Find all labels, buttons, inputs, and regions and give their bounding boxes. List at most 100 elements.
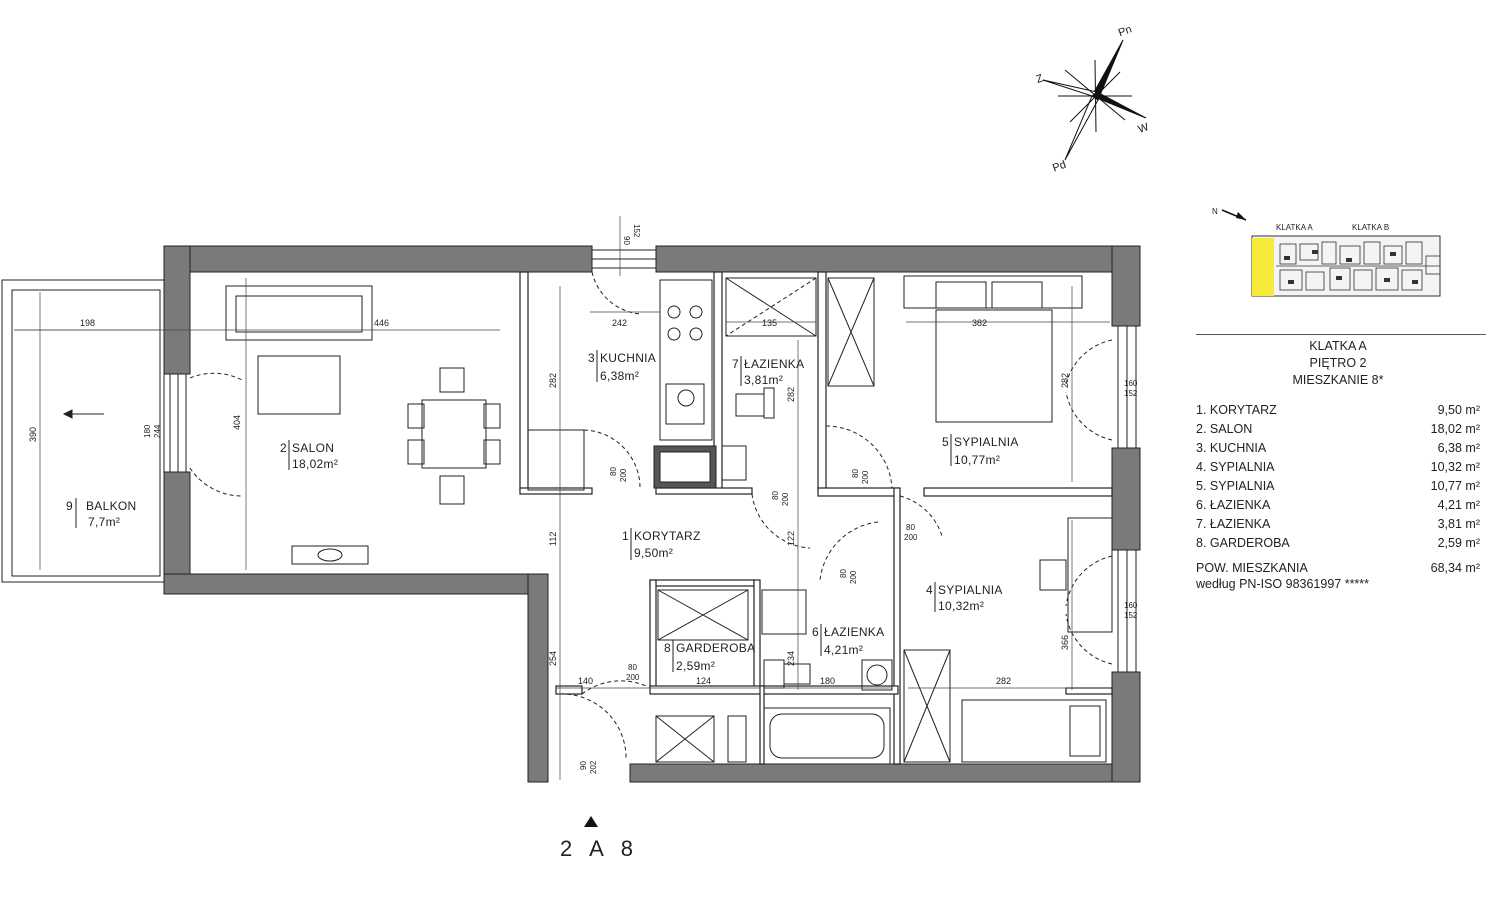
room-balkon-area: 7,7m²	[88, 515, 120, 529]
keyplan-stair-a: KLATKA A	[1276, 223, 1313, 232]
room-balkon-num: 9	[66, 499, 73, 513]
legend-room-name: 5. SYPIALNIA	[1196, 479, 1275, 493]
legend-room-name: 4. SYPIALNIA	[1196, 460, 1275, 474]
room-salon: 2 SALON 18,02m²	[280, 440, 338, 471]
legend-room-area: 4,21 m²	[1437, 498, 1480, 512]
legend-room-name: 1. KORYTARZ	[1196, 403, 1277, 417]
legend-room-area: 6,38 m²	[1437, 441, 1480, 455]
room-sypialnia-4: 4 SYPIALNIA 10,32m²	[926, 582, 1003, 613]
dim-bed4-366: 366	[1060, 635, 1070, 650]
room-balkon-name: BALKON	[86, 499, 137, 513]
dim-bath7-depth: 282	[786, 387, 796, 402]
balcony	[1, 279, 165, 583]
room-lazienka7-num: 7	[732, 357, 739, 371]
dim-salon-window: 180	[143, 424, 152, 438]
dim-bath7-door-w: 80	[771, 491, 780, 500]
dim-corridor-112: 112	[548, 532, 558, 546]
dim-bed4-282: 282	[996, 676, 1011, 686]
legend-norm: według PN-ISO 98361997 *****	[1196, 577, 1370, 591]
key-plan: N KLATKA A KLATKA B	[1212, 207, 1441, 297]
legend-rooms: 1. KORYTARZ 9,50 m² 2. SALON 18,02 m² 3. K…	[1196, 401, 1480, 553]
dim-bed4-window: 160	[1124, 601, 1138, 610]
room-sypialnia4-num: 4	[926, 583, 933, 597]
room-lazienka7-name: ŁAZIENKA	[744, 357, 804, 371]
room-lazienka-6: 6 ŁAZIENKA 4,21m²	[812, 624, 884, 657]
dim-salon-window-b: 244	[153, 424, 162, 438]
legend-total: POW. MIESZKANIA 68,34 m²	[1196, 560, 1480, 577]
room-sypialnia4-name: SYPIALNIA	[938, 583, 1003, 597]
dim-salon-depth: 404	[232, 415, 242, 430]
dim-bed4-door-h: 200	[904, 533, 918, 542]
legend-floor: PIĘTRO 2	[1309, 356, 1367, 370]
dim-bed4-window-b: 152	[1124, 611, 1138, 620]
dim-kitchen-width: 242	[612, 318, 627, 328]
legend-row: 5. SYPIALNIA 10,77 m²	[1196, 477, 1480, 496]
interior-walls	[519, 271, 1113, 765]
room-kuchnia: 3 KUCHNIA 6,38m²	[588, 350, 656, 383]
dim-kitchen-door-w: 80	[609, 467, 618, 476]
legend-room-name: 2. SALON	[1196, 422, 1253, 436]
room-sypialnia4-area: 10,32m²	[938, 599, 984, 613]
furniture	[225, 275, 1113, 765]
legend-total-label: POW. MIESZKANIA	[1196, 561, 1308, 575]
room-garderoba: 8 GARDEROBA 2,59m²	[664, 640, 755, 673]
legend-room-area: 18,02 m²	[1430, 422, 1480, 436]
legend-unit: MIESZKANIE 8*	[1292, 373, 1384, 387]
legend-total-value: 68,34 m²	[1430, 561, 1480, 575]
legend-row: 7. ŁAZIENKA 3,81 m²	[1196, 515, 1480, 534]
dimension-labels: 198 446 390 404 180 244 242 282 135 282 …	[28, 224, 1138, 774]
dim-bed5-door-h: 200	[861, 470, 870, 484]
room-lazienka-7: 7 ŁAZIENKA 3,81m²	[732, 356, 804, 387]
legend-row: 1. KORYTARZ 9,50 m²	[1196, 401, 1480, 420]
room-lazienka6-num: 6	[812, 625, 819, 639]
dim-bed5-window: 160	[1124, 379, 1138, 388]
room-garderoba-area: 2,59m²	[676, 659, 715, 673]
room-lazienka6-name: ŁAZIENKA	[824, 625, 884, 639]
dim-bath6-door-h: 200	[849, 570, 858, 584]
dim-wardrobe-door-h: 200	[626, 673, 640, 682]
dim-bed5-depth: 282	[1060, 373, 1070, 388]
legend-room-name: 7. ŁAZIENKA	[1196, 517, 1271, 531]
dim-bath7-width: 135	[762, 318, 777, 328]
room-sypialnia5-area: 10,77m²	[954, 453, 1000, 467]
dim-wardrobe-140: 140	[578, 676, 593, 686]
dim-corridor-122: 122	[786, 531, 796, 546]
room-kuchnia-num: 3	[588, 351, 595, 365]
entrance-arrow-icon	[584, 816, 598, 827]
dim-entry-90: 90	[579, 761, 588, 770]
room-korytarz-num: 1	[622, 529, 629, 543]
dim-salon-width: 446	[374, 318, 389, 328]
legend-row: 2. SALON 18,02 m²	[1196, 420, 1480, 439]
dim-balcony-width: 198	[80, 318, 95, 328]
legend-row: 3. KUCHNIA 6,38 m²	[1196, 439, 1480, 458]
room-sypialnia5-name: SYPIALNIA	[954, 435, 1019, 449]
dim-bed5-width: 382	[972, 318, 987, 328]
compass-west-label: Z	[1035, 72, 1046, 86]
legend-room-area: 9,50 m²	[1437, 403, 1480, 417]
unit-code: 2 A 8	[560, 836, 639, 861]
compass-south-label: Pd	[1051, 159, 1068, 175]
room-lazienka7-area: 3,81m²	[744, 373, 783, 387]
dimension-lines	[14, 216, 1110, 780]
room-korytarz-area: 9,50m²	[634, 546, 673, 560]
room-lazienka6-area: 4,21m²	[824, 643, 863, 657]
dim-kitchen-depth: 282	[548, 373, 558, 388]
room-labels: 2 SALON 18,02m² 3 KUCHNIA 6,38m² 7 ŁAZIE…	[66, 350, 1019, 673]
room-salon-name: SALON	[292, 441, 334, 455]
dim-bath7-door-h: 200	[781, 492, 790, 506]
dim-balcony-depth: 390	[28, 427, 38, 442]
legend-room-name: 3. KUCHNIA	[1196, 441, 1267, 455]
area-legend: KLATKA A PIĘTRO 2 MIESZKANIE 8* 1. KORYT…	[1196, 334, 1486, 592]
keyplan-north-label: N	[1212, 207, 1218, 216]
keyplan-stair-b: KLATKA B	[1352, 223, 1389, 232]
legend-room-area: 3,81 m²	[1437, 517, 1480, 531]
room-korytarz-name: KORYTARZ	[634, 529, 701, 543]
room-kuchnia-name: KUCHNIA	[600, 351, 656, 365]
dim-wardrobe-door-w: 80	[628, 663, 637, 672]
legend-room-area: 10,77 m²	[1430, 479, 1480, 493]
dim-bed4-door-w: 80	[906, 523, 915, 532]
legend-room-name: 8. GARDEROBA	[1196, 536, 1290, 550]
dim-bath6-door-w: 80	[839, 569, 848, 578]
